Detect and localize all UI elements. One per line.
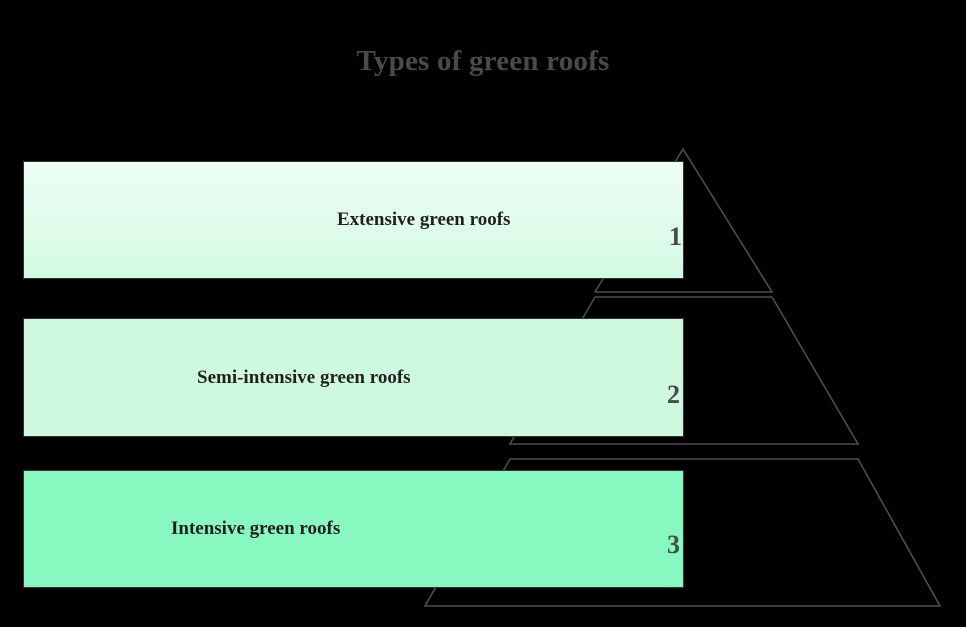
tier-band-3[interactable]: Intensive green roofs 3 <box>23 470 684 588</box>
tier-1-number: 1 <box>669 222 682 251</box>
page-title: Types of green roofs <box>356 45 610 77</box>
tier-3-label: Intensive green roofs <box>171 518 341 539</box>
tier-3-number: 3 <box>667 530 680 559</box>
tier-1-label: Extensive green roofs <box>337 209 511 230</box>
tier-2-number: 2 <box>667 380 680 409</box>
tier-band-2[interactable]: Semi-intensive green roofs 2 <box>23 318 684 437</box>
tier-band-1[interactable]: Extensive green roofs 1 <box>23 161 684 279</box>
tier-2-label: Semi-intensive green roofs <box>197 366 411 388</box>
